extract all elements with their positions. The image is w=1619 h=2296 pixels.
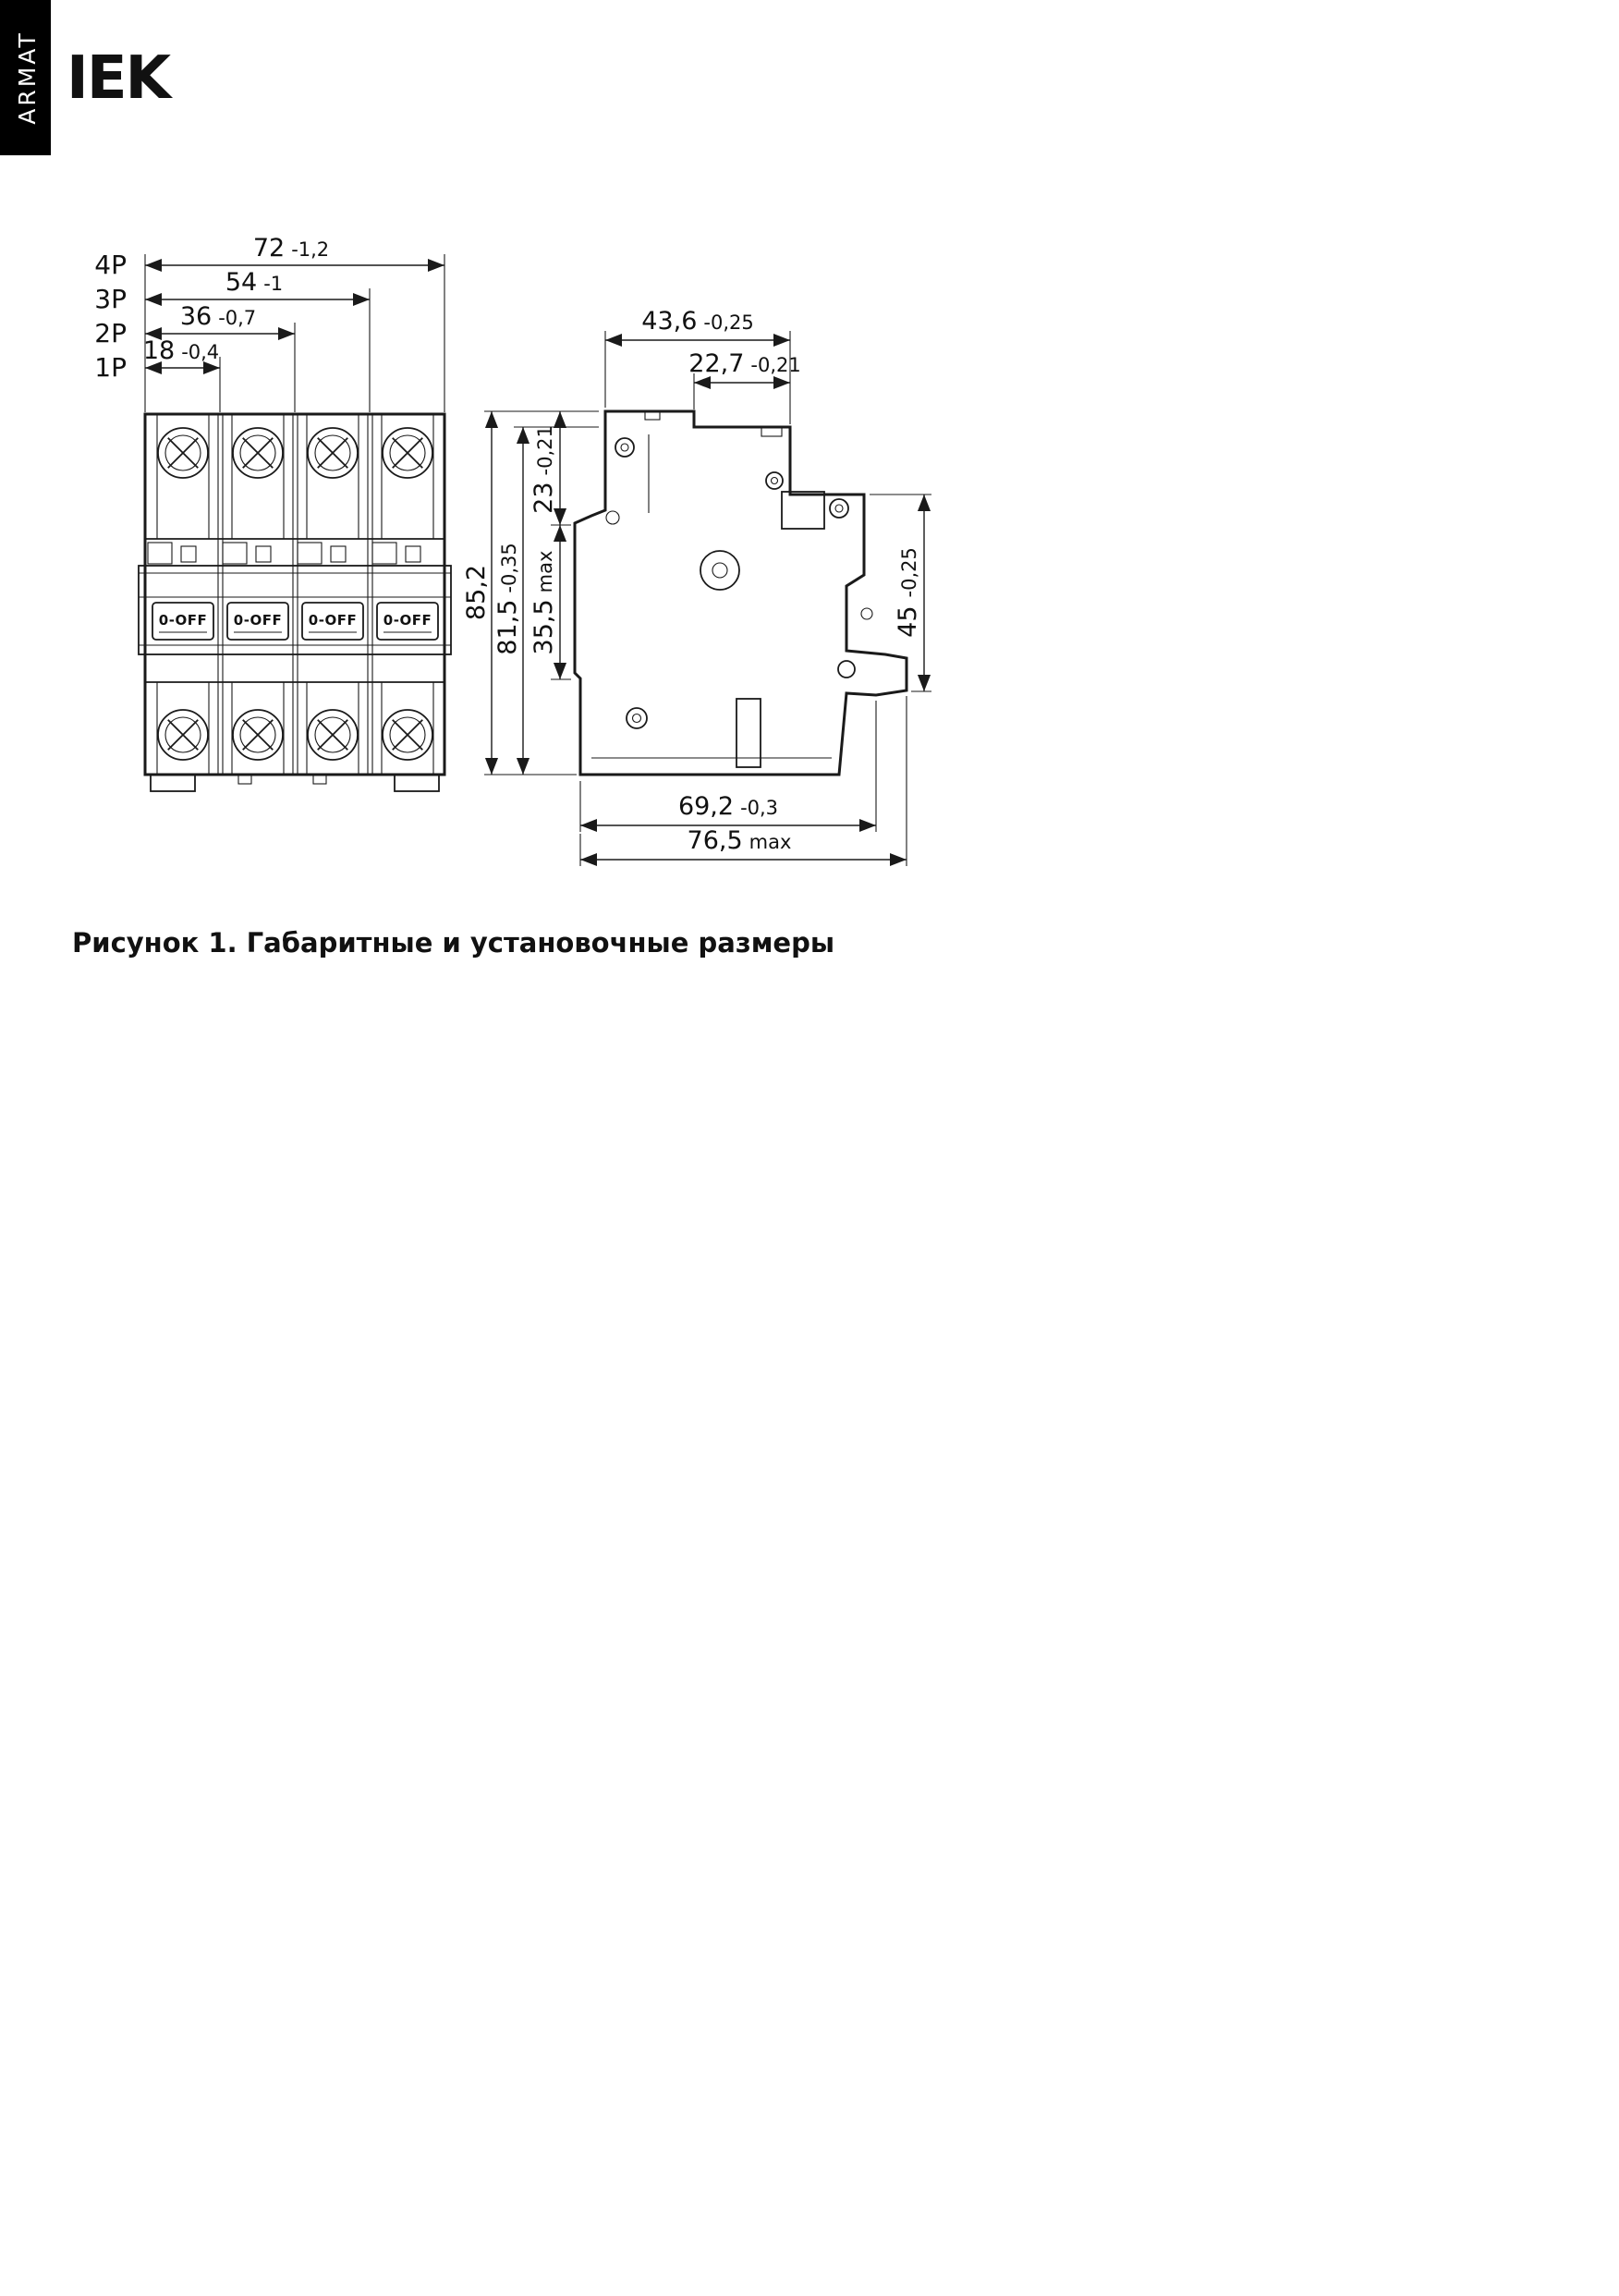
dim-height-body: 81,5-0,35 <box>493 426 599 775</box>
front-view: 0-OFF 0-OFF 0-OFF 0-OFF <box>138 412 452 792</box>
screw-terminal <box>226 703 289 766</box>
dim-4p-label: 72-1,2 <box>253 234 329 263</box>
figure-caption: Рисунок 1. Габаритные и установочные раз… <box>72 927 834 959</box>
side-view-dimensions: 43,6-0,25 22,7-0,21 85,2 81,5-0,35 <box>462 307 931 867</box>
dim-front-max-label: 35,5max <box>530 551 558 655</box>
toggle-pole-4: 0-OFF <box>376 602 439 641</box>
dim-top-front: 22,7-0,21 <box>688 349 801 409</box>
label-window <box>781 491 825 530</box>
sidebar-black-strip <box>0 0 51 155</box>
dim-front-top: 23-0,21 <box>530 411 571 526</box>
screw-terminal <box>152 703 214 766</box>
toggle-pole-3: 0-OFF <box>301 602 364 641</box>
sidebar-series-label: ARMAT <box>14 31 41 124</box>
pole-label-3p: 3P <box>94 284 127 314</box>
front-mid-band <box>138 565 452 655</box>
screw-terminal <box>152 421 214 484</box>
dim-depth-body-label: 69,2-0,3 <box>678 792 778 821</box>
technical-drawing: ARMAT IEK <box>0 0 931 959</box>
toggle-label: 0-OFF <box>309 612 357 629</box>
toggle-label: 0-OFF <box>159 612 207 629</box>
screw-terminal <box>376 703 439 766</box>
din-foot-left <box>150 774 196 792</box>
dim-1p: 1P 18-0,4 <box>94 336 220 383</box>
din-clip-slider <box>736 698 761 768</box>
dim-3p-label: 54-1 <box>225 268 283 297</box>
dim-1p-label: 18-0,4 <box>143 336 219 365</box>
pole-label-4p: 4P <box>94 250 127 280</box>
dim-3p: 3P 54-1 <box>94 268 370 314</box>
dim-front-max: 35,5max <box>530 525 571 680</box>
dim-rail-height: 45-0,25 <box>870 494 931 692</box>
dim-4p: 4P 72-1,2 <box>94 234 444 280</box>
toggle-label: 0-OFF <box>234 612 282 629</box>
dim-height-total-label: 85,2 <box>462 565 491 620</box>
dim-top-width-label: 43,6-0,25 <box>641 307 753 336</box>
toggle-pole-2: 0-OFF <box>226 602 289 641</box>
dim-top-front-label: 22,7-0,21 <box>688 349 800 378</box>
dim-height-body-label: 81,5-0,35 <box>493 543 522 654</box>
dim-2p: 2P 36-0,7 <box>94 302 295 348</box>
pole-label-2p: 2P <box>94 318 127 348</box>
side-view <box>573 409 908 776</box>
screw-terminal <box>226 421 289 484</box>
dim-top-width: 43,6-0,25 <box>604 307 791 424</box>
toggle-label: 0-OFF <box>383 612 432 629</box>
din-foot-right <box>394 774 440 792</box>
screw-terminal <box>301 703 364 766</box>
screw-terminal <box>301 421 364 484</box>
dim-2p-label: 36-0,7 <box>180 302 256 331</box>
iek-logo: IEK <box>67 44 174 113</box>
dim-rail-height-label: 45-0,25 <box>894 547 922 638</box>
screw-terminal <box>376 421 439 484</box>
side-body-outline <box>573 409 908 776</box>
front-view-dimensions: 4P 72-1,2 3P 54-1 2P 36-0,7 1P 18-0,4 <box>94 234 445 412</box>
pole-label-1p: 1P <box>94 352 127 383</box>
dim-depth-body: 69,2-0,3 <box>579 701 877 833</box>
brand-sidebar: ARMAT <box>0 0 51 155</box>
center-rivet <box>700 550 740 591</box>
dim-front-top-label: 23-0,21 <box>530 425 558 514</box>
dim-height-total: 85,2 <box>462 410 599 776</box>
toggle-pole-1: 0-OFF <box>152 602 214 641</box>
